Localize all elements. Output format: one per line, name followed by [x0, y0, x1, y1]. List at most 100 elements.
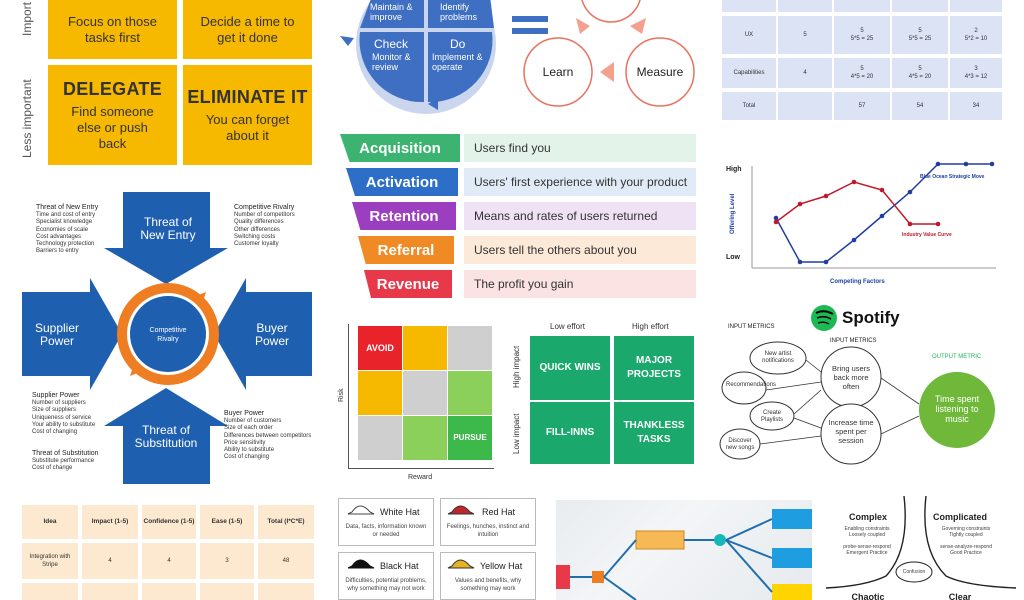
supplier-arrow-label: Supplier Power: [34, 321, 80, 348]
black-hat-box: [338, 552, 434, 600]
fill-ins-cell: FILL-INNS: [530, 402, 610, 464]
do-first-text: Focus on those tasks first: [68, 13, 157, 45]
spotify-panel: Spotify INPUT METRICS INPUT METRICS OUTP…: [716, 300, 1016, 468]
delegate-text: Find someone else or push back: [71, 103, 154, 151]
ice-data-cell: 4: [82, 543, 138, 579]
delegate-quadrant: DELEGATE Find someone else or push back: [48, 65, 177, 165]
six-hats-panel: White Hat Data, facts, information known…: [338, 498, 536, 600]
ice-data-cell: 3: [200, 543, 254, 579]
ice-empty-cell: [22, 583, 78, 600]
learn-loop-graphic: [523, 0, 695, 107]
porter-bullet-item: Number of competitors: [234, 212, 295, 219]
hat-icons: [347, 505, 475, 569]
yellow-hat-box: [440, 552, 536, 600]
confusion-label: Confusion: [902, 569, 926, 575]
quick-wins-cell: QUICK WINS: [530, 336, 610, 400]
measure-node: Measure: [636, 65, 684, 79]
ice-data-cell: 48: [258, 543, 314, 579]
complex-s4: Emergent Practice: [846, 550, 888, 556]
aarrr-stage-label: Acquisition: [340, 134, 460, 162]
black-hat-title: Black Hat: [380, 561, 419, 571]
score-cell: 5 4*5 = 20: [892, 58, 948, 88]
industry-curve-label: Industry Value Curve: [902, 232, 952, 238]
score-cell: 5 4*5 = 20: [834, 58, 890, 88]
new-artist-node: New artist notifications: [762, 351, 794, 364]
time-listening-output: Time spent listening to music: [934, 394, 980, 424]
score-cell: 5 5*5 = 25: [892, 16, 948, 54]
low-label: Low: [726, 254, 740, 261]
rivalry-heading: Competitive Rivalry: [234, 204, 295, 211]
eliminate-title: ELIMINATE IT: [187, 86, 308, 107]
pursue-cell: PURSUE: [448, 416, 492, 460]
porter-bullet-item: Size of each order: [224, 425, 273, 432]
porter-bullet-item: Barriers to entry: [36, 248, 79, 255]
maintain-label: Maintain & improve: [370, 2, 413, 22]
buyer-arrow-label: Buyer Power: [254, 321, 289, 348]
pdca-wheel: [340, 0, 496, 114]
score-cell: 5 5*5 = 25: [834, 16, 890, 54]
porter-bullet-item: Specialist knowledge: [36, 219, 93, 226]
substitution-heading: Threat of Substitution: [32, 450, 99, 457]
white-hat-desc: Data, facts, information known or needed: [345, 524, 427, 538]
ice-data-cell: 4: [142, 543, 196, 579]
do-first-quadrant: Focus on those tasks first: [48, 0, 177, 59]
identify-label: Identify problems: [440, 2, 478, 22]
complex-label: Complex: [848, 512, 887, 522]
score-cell: 2 5*2 = 10: [950, 16, 1002, 54]
risk-cell-5: [403, 371, 447, 415]
porter-bullet-item: Ability to substitute: [224, 447, 275, 454]
supplier-heading: Supplier Power: [32, 392, 80, 399]
eliminate-quadrant: ELIMINATE IT You can forget about it: [183, 65, 312, 165]
porter-bullet-item: Cost of change: [32, 465, 73, 472]
aarrr-stage-label: Activation: [346, 168, 458, 196]
porter-bullet-item: Price sensitivity: [224, 439, 266, 446]
ice-empty-cell: [142, 583, 196, 600]
ice-header-cell: Total (I*C*E): [258, 505, 314, 539]
risk-cell-6: [448, 371, 492, 415]
aarrr-stage-label: Revenue: [364, 270, 452, 298]
bring-users-back-node: Bring users back more often: [832, 364, 870, 391]
discover-songs-node: Discover new songs: [725, 438, 755, 451]
output-metric-label: OUTPUT METRIC: [932, 354, 982, 360]
aarrr-band: Means and rates of users returned: [464, 202, 696, 230]
learn-node: Learn: [542, 65, 574, 79]
check-title: Check: [374, 37, 409, 51]
score-cell: [892, 0, 948, 12]
input-metrics-mid-label: INPUT METRICS: [830, 338, 877, 344]
ice-empty-cell: [82, 583, 138, 600]
score-cell: 57: [834, 92, 890, 120]
black-hat-desc: Difficulties, potential problems, why so…: [345, 578, 427, 592]
ice-header-cell: Confidence (1-5): [142, 505, 196, 539]
red-hat-title: Red Hat: [482, 507, 516, 517]
complicated-label: Complicated: [932, 512, 987, 522]
cynefin-curves: [826, 495, 1016, 589]
ice-empty-cell: [200, 583, 254, 600]
yellow-hat-title: Yellow Hat: [480, 561, 523, 571]
high-effort-label: High effort: [632, 322, 669, 331]
do-title: Do: [450, 37, 466, 51]
spotify-logo-text: Spotify: [842, 308, 900, 327]
buyer-heading: Buyer Power: [224, 410, 265, 417]
delegate-title: DELEGATE: [62, 78, 163, 99]
high-impact-label: High impact: [512, 345, 521, 388]
risk-axis-line: [348, 324, 349, 468]
aarrr-band: Users tell the others about you: [464, 236, 696, 264]
red-hat-box: [440, 498, 536, 546]
schedule-quadrant: Decide a time to get it done: [183, 0, 312, 59]
porter-bullet-item: Technology protection: [36, 241, 95, 248]
ice-header-cell: Ease (1-5): [200, 505, 254, 539]
porter-bullet-item: Other differences: [234, 226, 280, 233]
porter-bullet-item: Economies of scale: [36, 226, 89, 233]
score-table-top: 5*4 = 125*4 = 12UX55 5*5 = 255 5*5 = 252…: [720, 0, 1004, 126]
blue-ocean-series-label: Blue Ocean Strategic Move: [920, 174, 985, 180]
offering-level-label: Offering Level: [730, 193, 736, 234]
thankless-cell: THANKLESS TASKS: [614, 402, 694, 464]
score-cell: 4: [778, 58, 832, 88]
competing-factors-label: Competing Factors: [830, 279, 885, 285]
score-cell: Capabilities: [722, 58, 776, 88]
complex-s3: probe-sense-respond: [843, 544, 891, 550]
score-cell: UX: [722, 16, 776, 54]
complicated-s1: Governing constraints: [941, 526, 991, 532]
low-effort-label: Low effort: [550, 322, 585, 331]
